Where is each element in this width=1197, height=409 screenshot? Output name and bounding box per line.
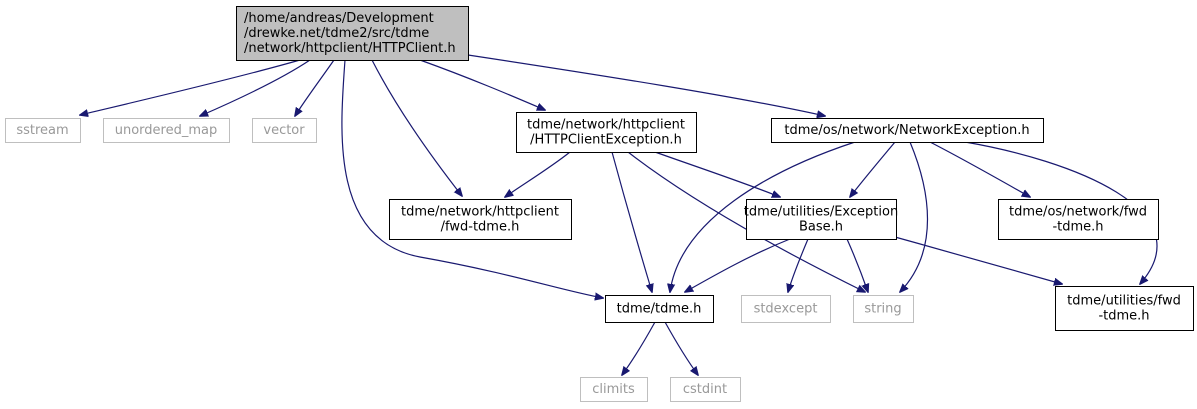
edge-exception-base-to-utilities-fwd [894,236,1062,284]
node-vector[interactable]: vector [252,118,317,143]
node-utilities-fwd[interactable]: tdme/utilities/fwd-tdme.h [1055,286,1194,331]
node-label-line: tdme/network/httpclient [527,118,685,133]
nodes-layer: /home/andreas/Development/drewke.net/tdm… [5,6,1194,402]
node-label-line: string [864,302,901,317]
node-box [252,118,317,143]
node-box [580,377,648,402]
node-box [236,6,469,61]
edge-root-to-tdme-h [341,59,603,298]
node-httpclient-fwd[interactable]: tdme/network/httpclient/fwd-tdme.h [389,199,572,240]
node-label-line: climits [592,382,635,397]
edge-root-to-httpclient-exception [419,59,545,110]
node-box [605,295,714,323]
node-label-line: /drewke.net/tdme2/src/tdme [244,26,429,41]
edge-network-exception-to-string [900,141,929,292]
node-box [998,199,1159,240]
node-box [741,295,831,323]
node-httpclient-exception[interactable]: tdme/network/httpclient/HTTPClientExcept… [516,112,697,153]
node-label-line: cstdint [683,382,727,397]
node-box [389,199,572,240]
edge-httpclient-exception-to-exception-base [654,151,780,197]
node-root[interactable]: /home/andreas/Development/drewke.net/tdm… [236,6,469,61]
edge-root-to-unordered-map [200,59,311,116]
node-climits[interactable]: climits [580,377,648,402]
node-network-exception[interactable]: tdme/os/network/NetworkException.h [771,118,1044,143]
edge-tdme-h-to-climits [622,321,656,375]
node-label-line: /fwd-tdme.h [441,220,520,235]
edge-root-to-sstream [80,59,301,115]
node-label-line: /network/httpclient/HTTPClient.h [244,41,456,56]
edge-exception-base-to-tdme-h [685,238,791,292]
edge-root-to-httpclient-fwd [371,59,462,196]
edge-httpclient-exception-to-string [627,151,865,292]
edge-network-exception-to-utilities-fwd [964,141,1158,284]
node-box [853,295,914,323]
edge-httpclient-exception-to-httpclient-fwd [505,151,571,197]
node-box [746,199,897,240]
node-string[interactable]: string [853,295,914,323]
edge-network-exception-to-exception-base [850,141,896,197]
node-label-line: -tdme.h [1098,309,1149,324]
node-label-line: /home/andreas/Development [244,11,434,26]
edge-root-to-network-exception [467,54,825,116]
node-box [670,377,741,402]
node-tdme-h[interactable]: tdme/tdme.h [605,295,714,323]
edge-exception-base-to-stdexcept [788,238,809,292]
node-box [516,112,697,153]
node-label-line: tdme/utilities/fwd [1067,294,1181,309]
node-label-line: -tdme.h [1052,220,1103,235]
node-label-line: stdexcept [754,302,818,317]
node-box [771,118,1044,143]
edge-network-exception-to-tdme-h [670,141,856,292]
edge-tdme-h-to-cstdint [664,321,698,375]
edge-exception-base-to-string [846,238,868,292]
node-box [5,118,81,143]
node-unordered-map[interactable]: unordered_map [103,118,230,143]
node-cstdint[interactable]: cstdint [670,377,741,402]
node-label-line: sstream [16,123,68,138]
node-box [103,118,230,143]
node-label-line: tdme/utilities/Exception [744,205,898,220]
edges-layer [80,54,1158,375]
node-label-line: tdme/os/network/fwd [1009,205,1147,220]
node-stdexcept[interactable]: stdexcept [741,295,831,323]
node-label-line: Base.h [799,220,843,235]
edge-root-to-vector [295,59,335,116]
node-label-line: /HTTPClientException.h [530,133,682,148]
node-label-line: tdme/tdme.h [617,302,702,317]
node-box [1055,286,1194,331]
node-os-network-fwd[interactable]: tdme/os/network/fwd-tdme.h [998,199,1159,240]
node-label-line: vector [263,123,305,138]
edge-httpclient-exception-to-tdme-h [611,151,652,292]
edge-network-exception-to-os-network-fwd [929,141,1030,197]
node-label-line: tdme/network/httpclient [401,205,559,220]
node-label-line: unordered_map [115,123,218,138]
node-label-line: tdme/os/network/NetworkException.h [784,123,1029,138]
node-sstream[interactable]: sstream [5,118,81,143]
